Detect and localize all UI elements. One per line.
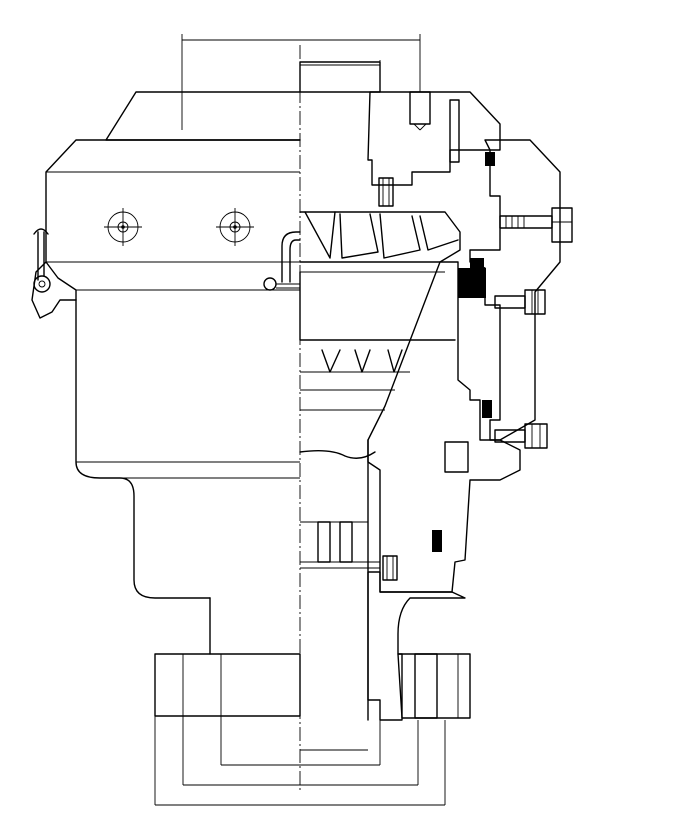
housing-section — [469, 139, 561, 441]
bolt-head-left — [104, 208, 142, 246]
hatched-sections — [367, 91, 573, 721]
bolt-head-right — [216, 208, 254, 246]
main-body-outline — [75, 299, 211, 599]
seal-upper — [485, 152, 495, 166]
outlet-flange-section — [397, 653, 471, 719]
seal-mid-2 — [458, 268, 486, 298]
spring-ring — [299, 211, 461, 273]
upper-body-outline — [45, 139, 301, 301]
pin-screw-bottom — [382, 555, 398, 581]
seal-lower — [482, 400, 492, 418]
seat-cone-section — [367, 261, 521, 593]
left-exterior-view — [31, 91, 301, 717]
bonnet-section — [367, 91, 501, 186]
pin-screw-top — [378, 177, 394, 207]
dimension-lines — [154, 34, 470, 806]
side-port-fitting — [263, 231, 301, 291]
stud-bolt-lower — [494, 423, 548, 449]
stud-bolt-mid — [494, 289, 546, 315]
stud-bolt-upper — [499, 207, 573, 243]
seal-bottom — [432, 530, 442, 552]
lower-body-section — [367, 571, 466, 721]
seal-mid — [470, 258, 484, 270]
bottom-flange — [154, 653, 301, 717]
lifting-lug — [31, 228, 77, 319]
bonnet-cap-outline — [105, 91, 301, 141]
